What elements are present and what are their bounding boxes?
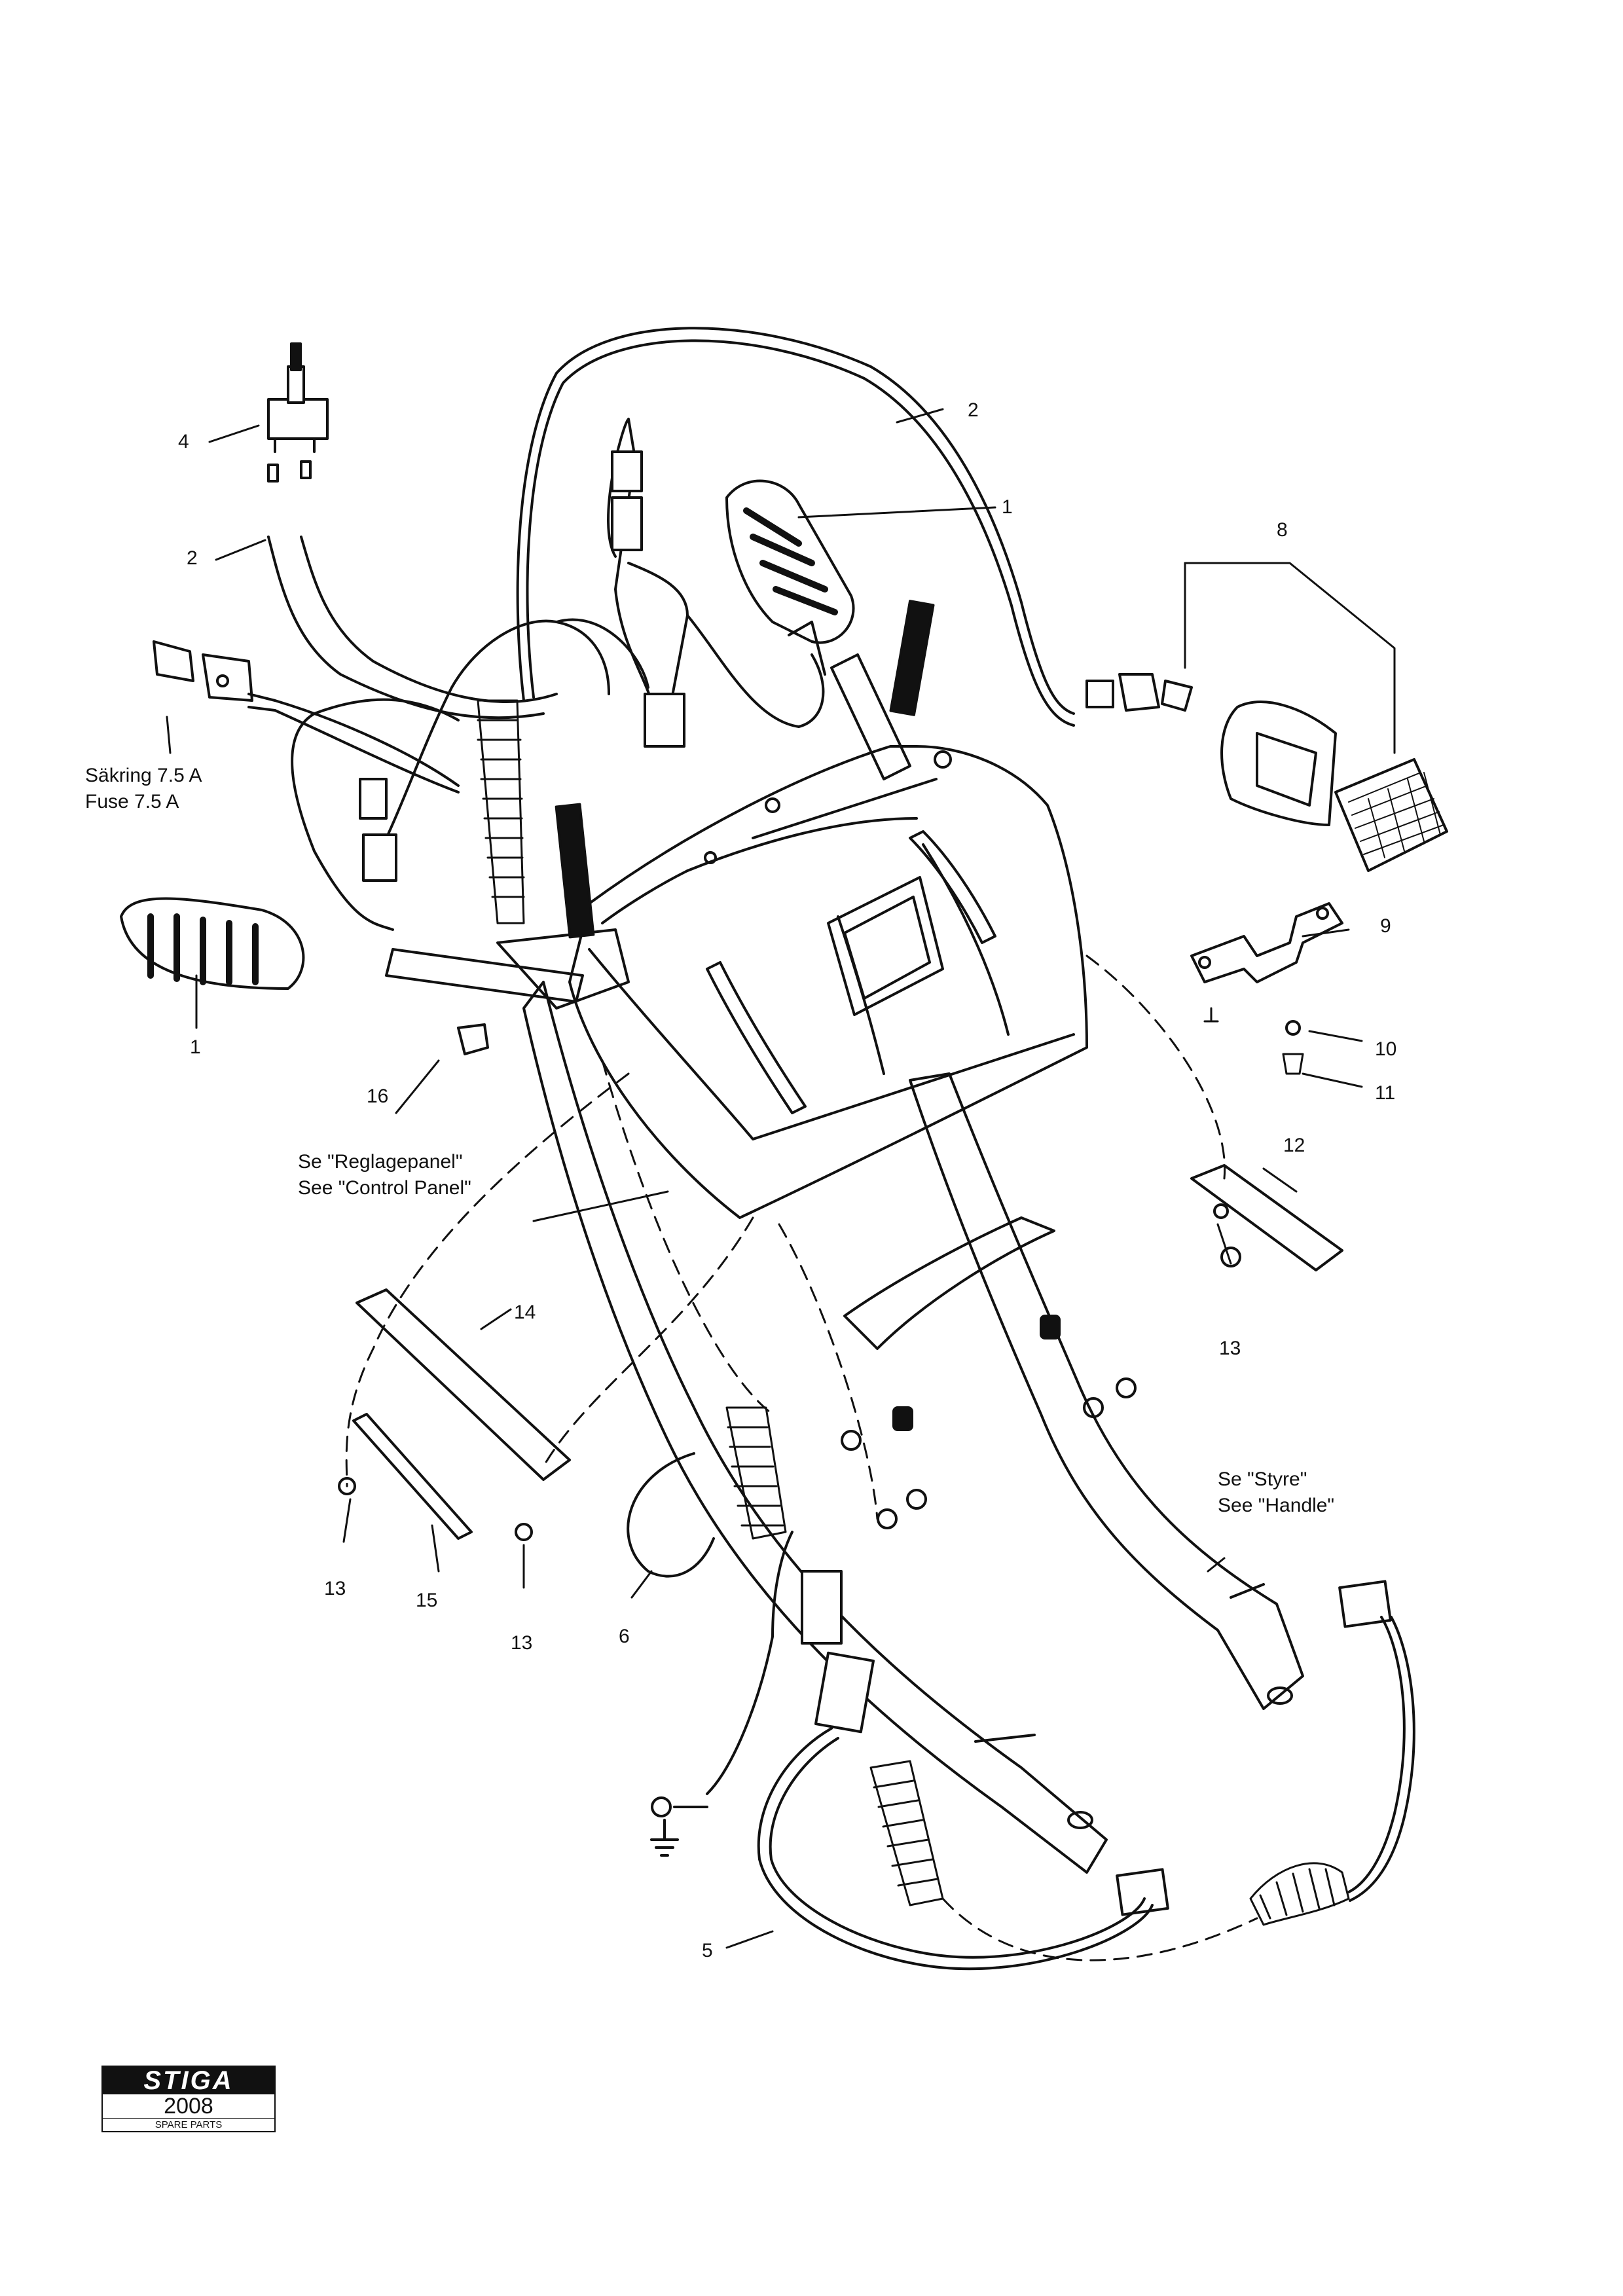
- label-item-13-right: 13: [1219, 1338, 1241, 1359]
- strip-15: [352, 1413, 473, 1540]
- label-item-2-top: 2: [968, 399, 979, 421]
- right-grip: [725, 479, 911, 780]
- label-item-13-mid: 13: [511, 1632, 533, 1654]
- label-item-13-left: 13: [324, 1578, 346, 1599]
- label-item-9: 9: [1380, 915, 1391, 937]
- frame-bolts: [841, 1315, 1137, 1529]
- fuse-holder: [153, 640, 253, 702]
- fuse-note-sv: Säkring 7.5 A: [85, 765, 202, 786]
- cable-harness-top: [247, 327, 1075, 931]
- label-item-1-right: 1: [1002, 496, 1013, 518]
- label-item-15: 15: [416, 1590, 438, 1611]
- handle-note-sv: Se "Styre": [1218, 1468, 1307, 1490]
- label-item-14: 14: [514, 1302, 536, 1323]
- handle-note: Se "Styre" See "Handle": [1218, 1467, 1334, 1519]
- control-panel-note: Se "Reglagepanel" See "Control Panel": [298, 1149, 471, 1201]
- fuse-note: Säkring 7.5 A Fuse 7.5 A: [85, 763, 202, 815]
- label-item-5: 5: [702, 1940, 713, 1961]
- control-panel-note-en: See "Control Panel": [298, 1177, 471, 1199]
- logo-brand: STIGA: [103, 2067, 274, 2094]
- toggle-switch: [267, 342, 329, 483]
- ground-terminal: [650, 1796, 708, 1857]
- label-item-11: 11: [1375, 1082, 1396, 1104]
- cable-harness-bottom: [706, 1531, 1415, 1971]
- label-item-6: 6: [619, 1626, 630, 1647]
- plate-12: [1190, 1164, 1343, 1271]
- fuse-note-en: Fuse 7.5 A: [85, 791, 179, 812]
- control-panel-note-sv: Se "Reglagepanel": [298, 1151, 463, 1173]
- handle-note-en: See "Handle": [1218, 1495, 1335, 1516]
- label-item-1-left: 1: [190, 1036, 201, 1058]
- label-item-8: 8: [1277, 519, 1288, 541]
- stiga-logo: STIGA 2008 SPARE PARTS: [101, 2066, 276, 2132]
- plate-14: [356, 1288, 571, 1481]
- logo-year: 2008: [164, 2094, 213, 2119]
- handle-frame: [522, 981, 1304, 1874]
- label-item-4: 4: [178, 431, 189, 452]
- label-item-16: 16: [367, 1085, 389, 1107]
- logo-subtitle: SPARE PARTS: [103, 2118, 274, 2132]
- label-item-12: 12: [1283, 1135, 1305, 1156]
- label-item-2-left: 2: [187, 547, 198, 569]
- light-bracket: [1190, 902, 1343, 1075]
- control-panel-cover: [568, 745, 1088, 1219]
- label-item-10: 10: [1375, 1038, 1397, 1060]
- headlight-assembly: [1085, 562, 1448, 872]
- spiral-sleeves: [477, 699, 1350, 1926]
- connectors: [359, 450, 1392, 1916]
